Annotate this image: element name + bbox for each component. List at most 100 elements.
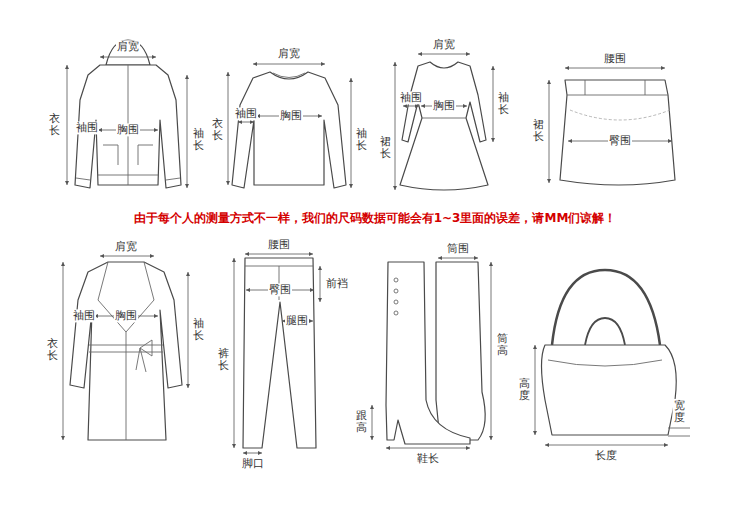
dimension-label: 袖长 <box>355 127 368 153</box>
dimension-label: 袖围 <box>399 91 423 104</box>
dimension-label: 裤长 <box>217 347 230 373</box>
dimension-label: 肩宽 <box>116 40 140 53</box>
dimension-label: 腿围 <box>285 314 309 327</box>
boots-drawing <box>394 311 398 315</box>
dimension-line <box>535 345 536 435</box>
dress-drawing <box>395 54 493 190</box>
dimension-label: 肩宽 <box>114 240 138 253</box>
dimension-line <box>438 258 478 259</box>
dimension-label: 脚口 <box>241 457 265 470</box>
boots-drawing <box>436 262 485 440</box>
dimension-label: 腰围 <box>267 238 291 251</box>
dress-drawing <box>400 62 488 190</box>
dimension-label: 裙长 <box>379 135 392 161</box>
skirt-drawing <box>570 110 670 120</box>
jacket-drawing <box>75 65 181 188</box>
dimension-label: 筒围 <box>446 242 470 255</box>
coat-drawing <box>63 256 188 440</box>
dimension-label: 肩宽 <box>432 38 456 51</box>
dress-drawing <box>422 118 466 119</box>
boots-drawing <box>394 289 398 293</box>
dimension-line <box>320 266 321 302</box>
dimension-line <box>418 54 470 55</box>
dimension-label: 袖长 <box>192 317 205 343</box>
dimension-line <box>188 272 189 388</box>
jacket-drawing <box>67 40 187 188</box>
pants-drawing <box>234 254 320 453</box>
coat-drawing <box>70 262 182 440</box>
skirt-drawing <box>645 80 646 95</box>
dimension-label: 臀围 <box>608 134 632 147</box>
dimension-line <box>187 75 188 188</box>
dimension-line <box>386 448 470 449</box>
dimension-label: 衣长 <box>48 112 61 138</box>
pants-drawing <box>243 258 316 448</box>
dimension-label: 筒高 <box>496 332 509 358</box>
dimension-line <box>234 258 235 448</box>
dimension-label: 长度 <box>594 449 618 462</box>
dimension-label: 跟高 <box>355 409 368 435</box>
bag-drawing <box>668 436 690 437</box>
dimension-label: 衣长 <box>46 337 59 363</box>
top-drawing <box>273 73 305 78</box>
dimension-label: 肩宽 <box>277 47 301 60</box>
dimension-line <box>395 62 396 190</box>
dimension-line <box>238 122 254 123</box>
dimension-line <box>493 66 494 142</box>
dimension-label: 袖围 <box>75 121 99 134</box>
dimension-line <box>351 78 352 188</box>
dimension-label: 衣长 <box>211 117 224 143</box>
dimension-label: 胸围 <box>116 123 140 136</box>
dimension-label: 胸围 <box>114 309 138 322</box>
dimension-label: 腰围 <box>603 52 627 65</box>
dimension-line <box>245 254 313 255</box>
skirt-drawing <box>560 80 675 185</box>
jacket-drawing <box>76 178 90 180</box>
dimension-label: 裙长 <box>532 118 545 144</box>
dimension-line <box>67 65 68 185</box>
boots-drawing <box>372 258 491 448</box>
jacket-drawing <box>103 145 118 165</box>
boots-drawing <box>394 278 398 282</box>
dimension-line <box>549 80 550 183</box>
dimension-label: 宽度 <box>673 399 686 425</box>
dimension-label: 臀围 <box>268 283 292 296</box>
dimension-line <box>253 64 325 65</box>
dimension-line <box>403 106 419 107</box>
dimension-label: 前裆 <box>325 277 349 290</box>
dimension-label: 胸围 <box>432 99 456 112</box>
bag-drawing <box>542 345 677 435</box>
dimension-line <box>228 72 229 185</box>
dimension-label: 袖围 <box>234 107 258 120</box>
top-drawing <box>228 64 351 188</box>
jacket-drawing <box>106 40 150 65</box>
dimension-line <box>545 445 668 446</box>
bag-drawing <box>535 270 690 445</box>
dimension-label: 胸围 <box>279 109 303 122</box>
boots-drawing <box>386 262 470 444</box>
bag-drawing <box>668 428 690 429</box>
dimension-label: 袖长 <box>497 91 510 117</box>
jacket-drawing <box>166 178 180 180</box>
skirt-drawing <box>567 95 668 96</box>
dimension-line <box>372 405 373 440</box>
note-text: 由于每个人的测量方式不一样，我们的尺码数据可能会有1~3里面的误差，请MM们谅解… <box>133 211 618 225</box>
boots-drawing <box>394 300 398 304</box>
skirt-drawing <box>585 80 586 95</box>
dimension-line <box>565 68 665 69</box>
dimension-line <box>63 262 64 440</box>
bag-drawing <box>585 318 625 345</box>
coat-drawing <box>136 340 152 372</box>
dimension-line <box>100 256 154 257</box>
dimension-line <box>243 453 262 454</box>
dimension-label: 鞋长 <box>416 452 440 465</box>
dimension-line <box>491 262 492 440</box>
dimension-label: 袖围 <box>72 309 96 322</box>
dimension-label: 袖长 <box>192 127 205 153</box>
bag-drawing <box>548 360 662 366</box>
jacket-drawing <box>98 175 158 176</box>
top-drawing <box>232 72 346 188</box>
